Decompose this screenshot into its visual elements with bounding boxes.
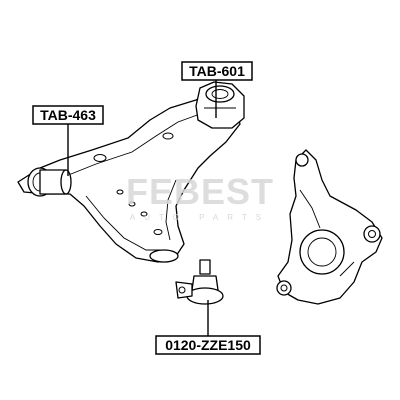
lower-control-arm: [17, 95, 241, 263]
arm-hole: [153, 229, 163, 235]
label-0120-zze150[interactable]: 0120-ZZE150: [155, 335, 261, 355]
watermark-subtitle: AUTO PARTS: [130, 213, 270, 222]
arm-hole: [140, 211, 148, 217]
label-tab-463[interactable]: TAB-463: [32, 105, 104, 125]
arm-hole: [128, 201, 136, 207]
steering-knuckle: [276, 149, 383, 305]
watermark: FEBEST AUTO PARTS: [126, 171, 274, 222]
ball-joint: [175, 259, 224, 305]
label-tab-601-text: TAB-601: [189, 63, 245, 79]
rear-bushing: [195, 81, 245, 129]
leader-lines: [67, 80, 217, 336]
arm-hole: [93, 154, 107, 162]
label-tab-463-text: TAB-463: [40, 107, 96, 123]
label-0120-zze150-text: 0120-ZZE150: [165, 337, 251, 353]
arm-hole: [116, 189, 124, 195]
arm-hole: [162, 132, 174, 140]
label-tab-601[interactable]: TAB-601: [181, 61, 253, 81]
front-bushing: [27, 167, 72, 197]
watermark-brand: FEBEST: [126, 171, 274, 212]
